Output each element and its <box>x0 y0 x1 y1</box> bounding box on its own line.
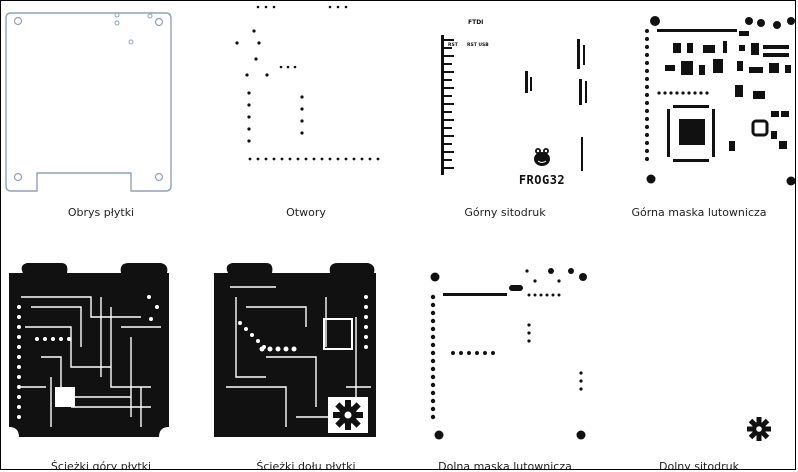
drill-holes-art <box>235 5 380 161</box>
silk-label-rst: RST <box>448 42 459 48</box>
silk-label-frog32: FROG32 <box>519 173 565 187</box>
caption-top-soldermask: Górna maska lutownicza <box>631 206 767 219</box>
caption-bottom-soldermask: Dolna maska lutownicza <box>438 460 572 470</box>
caption-top-silkscreen: Górny sitodruk <box>464 206 546 219</box>
panel-top-soldermask: Górna maska lutownicza <box>599 1 795 237</box>
bottom-soldermask-art <box>430 268 587 440</box>
top-silkscreen-art: FTDI RST RST USB <box>441 19 587 187</box>
caption-bottom-copper: Ścieżki dołu płytki <box>256 460 356 470</box>
silk-label-ftdi: FTDI <box>468 19 483 26</box>
bottom-silkscreen-art <box>747 417 771 441</box>
board-outline-art <box>5 12 172 192</box>
panel-bottom-copper: Ścieżki dołu płytki <box>206 237 406 470</box>
panel-bottom-silkscreen: Dolny sitodruk <box>599 237 795 470</box>
bottom-copper-art <box>214 263 376 437</box>
caption-top-copper: Ścieżki góry płytki <box>50 460 152 470</box>
top-copper-art <box>9 263 169 437</box>
silk-label-rst-usb: RST USB <box>467 42 489 48</box>
caption-bottom-silkscreen: Dolny sitodruk <box>659 460 739 470</box>
gear-icon <box>747 417 771 441</box>
panel-board-outline: Obrys płytki <box>1 1 201 237</box>
frog-logo-icon <box>534 148 550 166</box>
gear-icon <box>333 400 363 430</box>
panel-top-copper: Ścieżki góry płytki <box>1 237 201 470</box>
top-soldermask-art <box>645 16 795 186</box>
panel-top-silkscreen: FTDI RST RST USB <box>405 1 605 237</box>
panel-drill-holes: Otwory <box>206 1 406 237</box>
caption-board-outline: Obrys płytki <box>67 206 135 219</box>
caption-drill-holes: Otwory <box>286 206 326 219</box>
panel-bottom-soldermask: Dolna maska lutownicza <box>405 237 605 470</box>
